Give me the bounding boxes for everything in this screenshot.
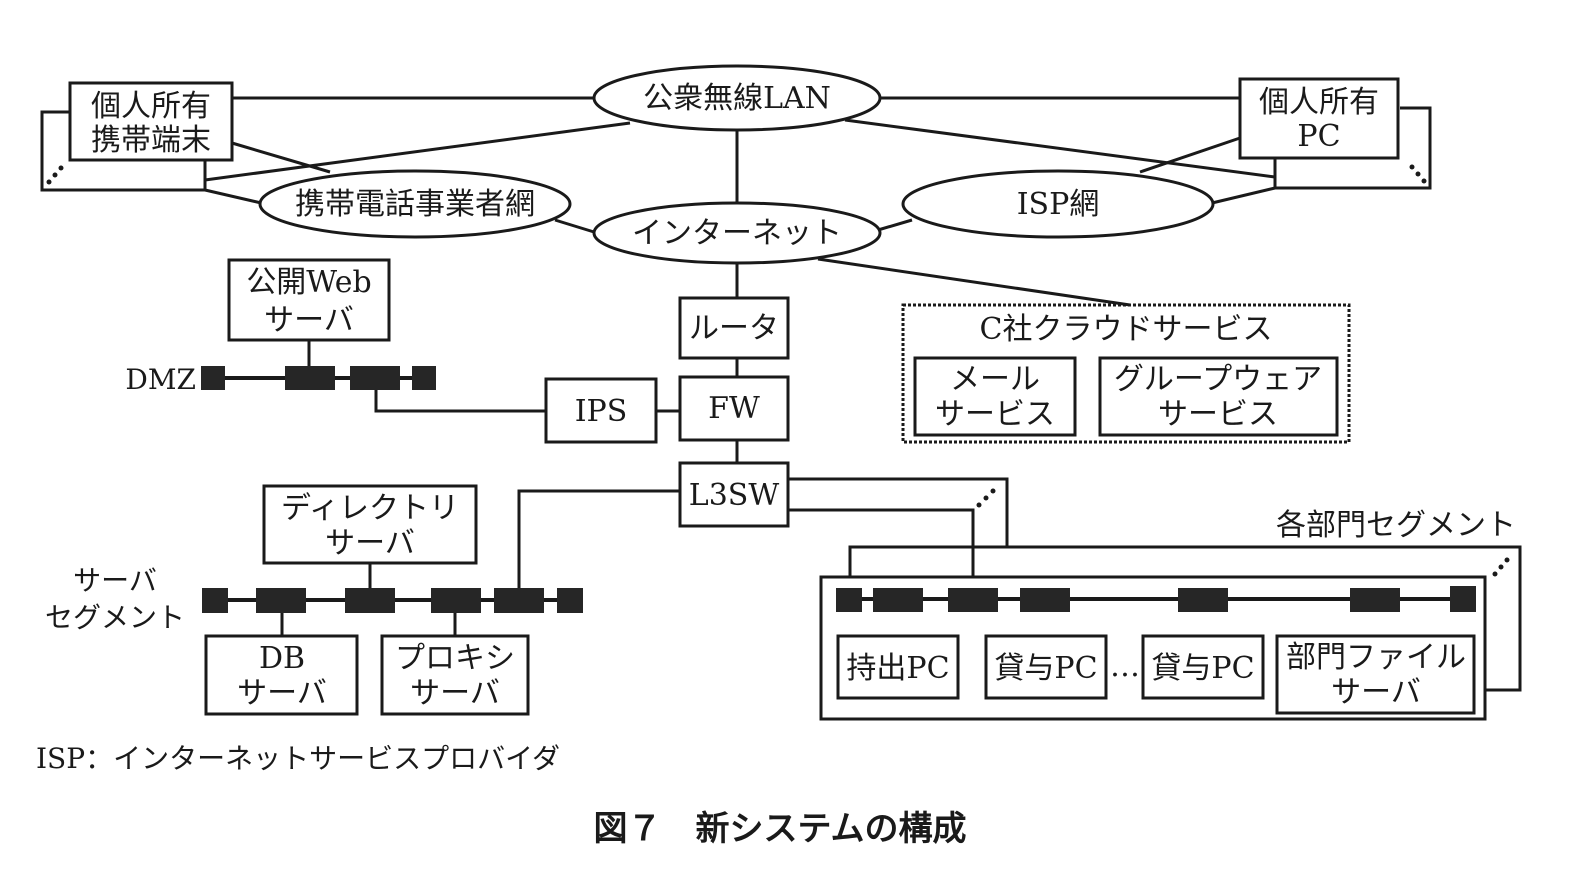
network-mobile-carrier: 携帯電話事業者網: [258, 169, 572, 239]
link-carrier-internet: [554, 218, 595, 234]
isp-label: ISP網: [1017, 187, 1100, 222]
dmz-terminator: [201, 366, 225, 390]
server-terminator: [202, 588, 228, 613]
dept-terminator: [1450, 586, 1476, 612]
dmz-port: [350, 366, 400, 390]
server-segment: サーバ セグメント: [45, 564, 583, 634]
proxy-line1: プロキシ: [395, 641, 515, 676]
ips-label: IPS: [575, 394, 628, 429]
department-segment: 各部門セグメント 持出PC 貸与PC … 貸与PC 部門ファイル サーバ: [819, 508, 1516, 721]
link-mobile-carrier: [231, 141, 331, 174]
dept-terminator: [836, 588, 862, 612]
personal-pc-line1: 個人所有: [1259, 85, 1379, 120]
carry-out-pc-label: 持出PC: [846, 651, 949, 686]
mail-line2: サービス: [935, 397, 1055, 432]
mobile-carrier-label: 携帯電話事業者網: [295, 187, 535, 222]
isp-footnote: ISP：インターネットサービスプロバイダ: [36, 742, 560, 775]
link-internet-isp: [877, 218, 913, 232]
directory-line2: サーバ: [325, 526, 415, 561]
fw-label: FW: [708, 391, 760, 426]
ips: IPS: [544, 377, 658, 444]
dept-file-server: 部門ファイル サーバ: [1275, 634, 1476, 715]
link-l3sw-serverseg: [517, 489, 680, 590]
loan-pc-ellipsis: …: [1110, 649, 1140, 684]
db-line1: DB: [259, 641, 305, 676]
groupware-service: グループウェア サービス: [1098, 356, 1339, 437]
dept-segment-back-outline: [848, 545, 1522, 692]
mail-line1: メール: [950, 362, 1040, 397]
loan-pc-2: 貸与PC: [1141, 634, 1265, 700]
network-internet: インターネット: [592, 201, 882, 265]
groupware-line2: サービス: [1158, 397, 1278, 432]
pc-stack-outline: [1273, 106, 1432, 190]
stack-ellipsis-dots: [46, 164, 1510, 577]
dmz-terminator: [412, 366, 436, 390]
carry-out-pc: 持出PC: [836, 634, 960, 700]
link-l3sw-deptseg-back: [789, 477, 1009, 547]
file-server-line2: サーバ: [1331, 675, 1421, 710]
l3-switch: L3SW: [678, 461, 790, 528]
dept-segment-label: 各部門セグメント: [1276, 508, 1516, 543]
connection-lines: [40, 96, 1522, 692]
groupware-line1: グループウェア: [1114, 362, 1322, 397]
server-port: [256, 588, 306, 613]
loan-pc-1-label: 貸与PC: [994, 651, 1097, 686]
web-server-line1: 公開Web: [246, 265, 371, 300]
proxy-server: プロキシ サーバ: [380, 634, 530, 716]
directory-line1: ディレクトリ: [281, 491, 459, 526]
loan-pc-1: 貸与PC: [984, 634, 1108, 700]
loan-pc-2-label: 貸与PC: [1151, 651, 1254, 686]
network-isp: ISP網: [901, 169, 1215, 239]
file-server-line1: 部門ファイル: [1286, 640, 1466, 675]
personal-mobile-device: 個人所有 携帯端末: [68, 81, 234, 162]
internet-label: インターネット: [632, 216, 842, 251]
network-public-wlan: 公衆無線LAN: [592, 64, 882, 132]
link-ips-dmz: [374, 388, 546, 413]
proxy-line2: サーバ: [410, 676, 500, 711]
directory-server: ディレクトリ サーバ: [262, 484, 478, 565]
l3sw-label: L3SW: [689, 478, 780, 513]
server-port: [494, 588, 544, 613]
link-l3sw-deptseg: [789, 508, 975, 590]
public-wlan-label: 公衆無線LAN: [643, 81, 831, 116]
db-line2: サーバ: [237, 676, 327, 711]
dmz-label: DMZ: [125, 363, 196, 396]
server-port: [345, 588, 395, 613]
personal-mobile-line1: 個人所有: [91, 89, 211, 124]
mail-service: メール サービス: [913, 356, 1077, 437]
server-segment-label-line2: セグメント: [45, 601, 185, 634]
personal-pc-device: 個人所有 PC: [1238, 77, 1400, 160]
web-server-line2: サーバ: [264, 303, 354, 338]
db-server: DB サーバ: [204, 634, 359, 716]
dept-port: [1350, 588, 1400, 612]
dmz-segment: DMZ: [125, 363, 436, 396]
cloud-service-group: C社クラウドサービス メール サービス グループウェア サービス: [901, 303, 1351, 444]
cloud-dashed-border: [901, 303, 1351, 444]
server-terminator: [557, 588, 583, 613]
public-web-server: 公開Web サーバ: [227, 258, 391, 342]
dept-port: [1178, 588, 1228, 612]
dept-port: [1020, 588, 1070, 612]
dept-port: [948, 588, 998, 612]
router-label: ルータ: [689, 311, 779, 346]
firewall: FW: [678, 375, 790, 442]
link-isp-pcstack: [1211, 186, 1276, 205]
link-wlan-pcstack: [844, 118, 1276, 179]
dept-port: [873, 588, 923, 612]
figure-caption: 図７ 新システムの構成: [594, 809, 967, 849]
server-segment-label-line1: サーバ: [73, 564, 157, 597]
link-isp-pc: [1139, 136, 1241, 174]
cloud-title: C社クラウドサービス: [980, 312, 1273, 347]
personal-mobile-line2: 携帯端末: [91, 123, 211, 158]
server-port: [431, 588, 481, 613]
link-internet-cloud: [817, 257, 1131, 307]
router: ルータ: [678, 296, 790, 360]
personal-pc-line2: PC: [1297, 119, 1340, 154]
link-mobilestack-wlan: [204, 121, 631, 182]
dmz-port: [285, 366, 335, 390]
